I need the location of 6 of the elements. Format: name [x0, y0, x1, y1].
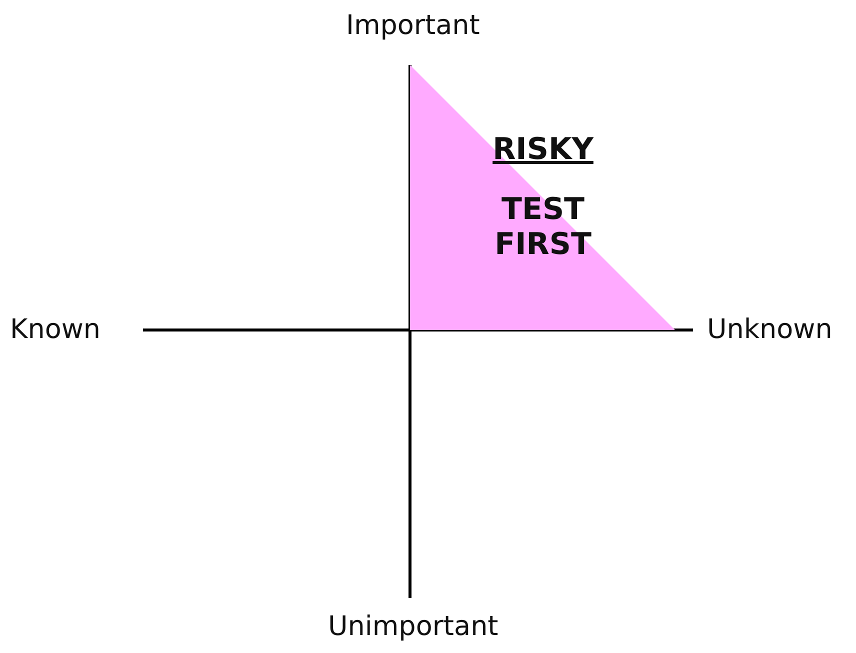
- region-heading: RISKY: [492, 133, 595, 168]
- axis-label: Unknown: [707, 316, 832, 343]
- region-text: TEST FIRST: [494, 193, 592, 262]
- axis-label: Known: [10, 316, 101, 343]
- axis-label: Unimportant: [328, 613, 498, 640]
- axis-label: Important: [346, 12, 480, 39]
